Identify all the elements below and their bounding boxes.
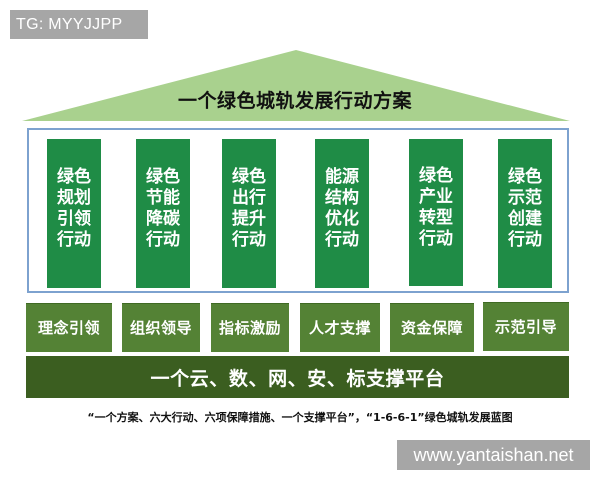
pillar-green-planning: 绿色规划引领行动: [47, 139, 101, 288]
pillar-demonstration: 绿色示范创建行动: [498, 139, 552, 288]
pillar-label: 绿色产业转型行动: [419, 165, 453, 249]
support-funding: 资金保障: [390, 303, 474, 352]
caption: “一个方案、六大行动、六项保障措施、一个支撑平台”，“1-6-6-1”绿色城轨发…: [87, 411, 513, 424]
pillar-label: 能源结构优化行动: [325, 166, 359, 250]
support-concept-guidance: 理念引领: [26, 303, 112, 352]
support-organization-leadership: 组织领导: [122, 303, 200, 352]
pillar-energy-structure: 能源结构优化行动: [315, 139, 369, 288]
pillar-industry-transformation: 绿色产业转型行动: [409, 139, 463, 286]
support-demonstration-guidance: 示范引导: [483, 302, 569, 351]
support-talent: 人才支撑: [300, 303, 380, 352]
platform-base: 一个云、数、网、安、标支撑平台: [26, 356, 569, 398]
watermark-top-left: TG: MYYJJPP: [10, 10, 148, 39]
roof-title: 一个绿色城轨发展行动方案: [177, 90, 412, 112]
pillar-green-travel: 绿色出行提升行动: [222, 139, 276, 288]
pillar-energy-saving: 绿色节能降碳行动: [136, 139, 190, 288]
pillars-frame: [27, 128, 569, 293]
pillar-label: 绿色出行提升行动: [232, 166, 266, 250]
watermark-bottom-right: www.yantaishan.net: [397, 440, 590, 470]
roof-triangle: [22, 50, 570, 121]
pillar-label: 绿色规划引领行动: [57, 166, 91, 250]
support-indicator-incentive: 指标激励: [211, 303, 289, 352]
pillar-label: 绿色节能降碳行动: [146, 166, 180, 250]
pillar-label: 绿色示范创建行动: [508, 166, 542, 250]
